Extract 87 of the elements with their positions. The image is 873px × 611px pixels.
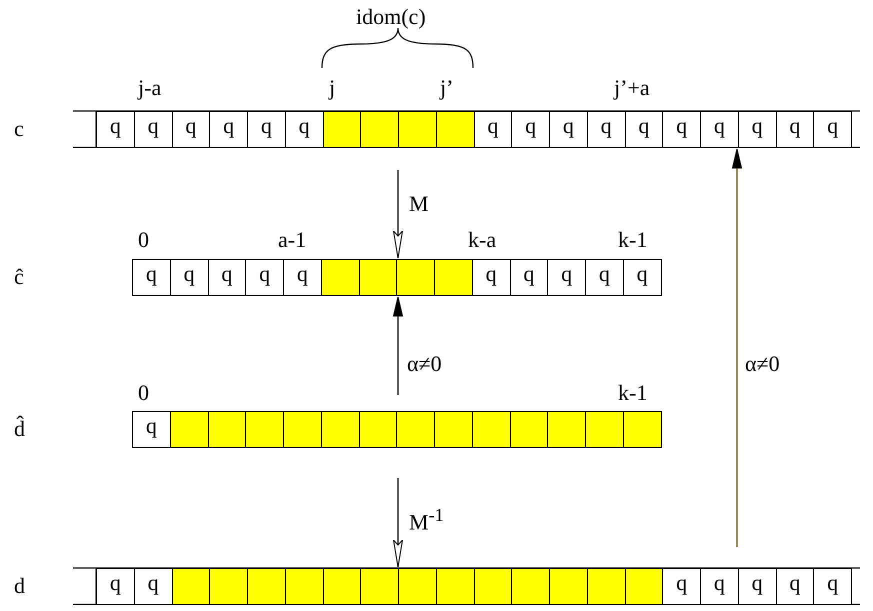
highlighted-cell [436, 111, 474, 148]
highlighted-cell [396, 259, 435, 296]
highlighted-cell [172, 568, 210, 605]
highlighted-cell [358, 259, 398, 296]
tape-cell: q [622, 259, 662, 296]
tape-cell: q [245, 259, 284, 296]
tape-cell: q [510, 259, 548, 296]
highlighted-cell [586, 568, 626, 605]
tape-cell: q [662, 568, 701, 605]
tape-cell: q [96, 568, 135, 605]
highlighted-cell [398, 111, 437, 148]
highlighted-cell [547, 411, 586, 448]
highlighted-cell [209, 568, 248, 605]
highlighted-cell [434, 259, 473, 296]
index-label: k-a [468, 228, 496, 252]
tape-cell: q [586, 111, 626, 148]
tape-cell: q [132, 259, 171, 296]
tape-cell: q [170, 259, 208, 296]
index-label: j [329, 76, 336, 100]
highlighted-cell [284, 568, 324, 605]
highlighted-cell [247, 568, 286, 605]
index-label: j’+a [614, 76, 650, 100]
tape-cell: q [511, 111, 550, 148]
arrow [393, 296, 403, 395]
tape-cell: q [284, 111, 324, 148]
highlighted-cell [322, 568, 362, 605]
tape-cell: q [283, 259, 322, 296]
tape-cell: q [813, 568, 852, 605]
highlighted-cell [320, 411, 360, 448]
row-name: ĉ [14, 263, 24, 291]
highlighted-cell [360, 568, 399, 605]
highlighted-cell [283, 411, 322, 448]
row-name: c [14, 115, 24, 143]
highlighted-cell [245, 411, 284, 448]
tape-cell: q [172, 111, 210, 148]
index-label: k-1 [618, 228, 648, 252]
tape-cell: q [134, 568, 172, 605]
row-name: d [14, 572, 25, 600]
highlighted-cell [358, 411, 398, 448]
arrow [393, 170, 403, 258]
tape-cell: q [134, 111, 172, 148]
highlighted-cell [624, 568, 664, 605]
highlighted-cell [622, 411, 662, 448]
arrow [732, 148, 742, 547]
row-name: d̂ [14, 415, 25, 443]
index-label: 0 [138, 228, 149, 252]
highlighted-cell [396, 411, 435, 448]
highlighted-cell [322, 111, 362, 148]
highlighted-cell [511, 568, 550, 605]
highlighted-cell [360, 111, 399, 148]
tape-cell: q [776, 111, 814, 148]
tape-cell: q [209, 111, 248, 148]
highlighted-cell [320, 259, 360, 296]
highlighted-cell [208, 411, 246, 448]
tape-cell: q [585, 259, 624, 296]
index-label: a-1 [278, 228, 306, 252]
highlighted-cell [170, 411, 208, 448]
index-label: j-a [138, 76, 162, 100]
tape-cell: q [700, 111, 739, 148]
index-label: j’ [440, 76, 454, 100]
index-label: 0 [138, 381, 149, 405]
tape-cell: q [96, 111, 135, 148]
tape-cell: q [549, 111, 588, 148]
highlighted-cell [398, 568, 437, 605]
tape-cell: q [776, 568, 814, 605]
tape-cell: q [662, 111, 701, 148]
highlighted-cell [474, 568, 512, 605]
tape-cell: q [472, 259, 510, 296]
highlighted-cell [472, 411, 510, 448]
tape-cell: q [474, 111, 512, 148]
brace-label: idom(c) [356, 5, 426, 29]
tape-cell: q [208, 259, 246, 296]
arrow [393, 478, 403, 568]
highlighted-cell [436, 568, 474, 605]
tape-cell: q [738, 111, 776, 148]
tape-cell: q [547, 259, 586, 296]
highlighted-cell [585, 411, 624, 448]
tape-cell: q [813, 111, 852, 148]
highlighted-cell [549, 568, 588, 605]
index-label: k-1 [618, 381, 648, 405]
tape-cell: q [738, 568, 776, 605]
tape-cell: q [132, 411, 171, 448]
highlighted-cell [434, 411, 473, 448]
tape-cell: q [700, 568, 739, 605]
tape-cell: q [624, 111, 664, 148]
tape-cell: q [247, 111, 286, 148]
highlighted-cell [510, 411, 548, 448]
